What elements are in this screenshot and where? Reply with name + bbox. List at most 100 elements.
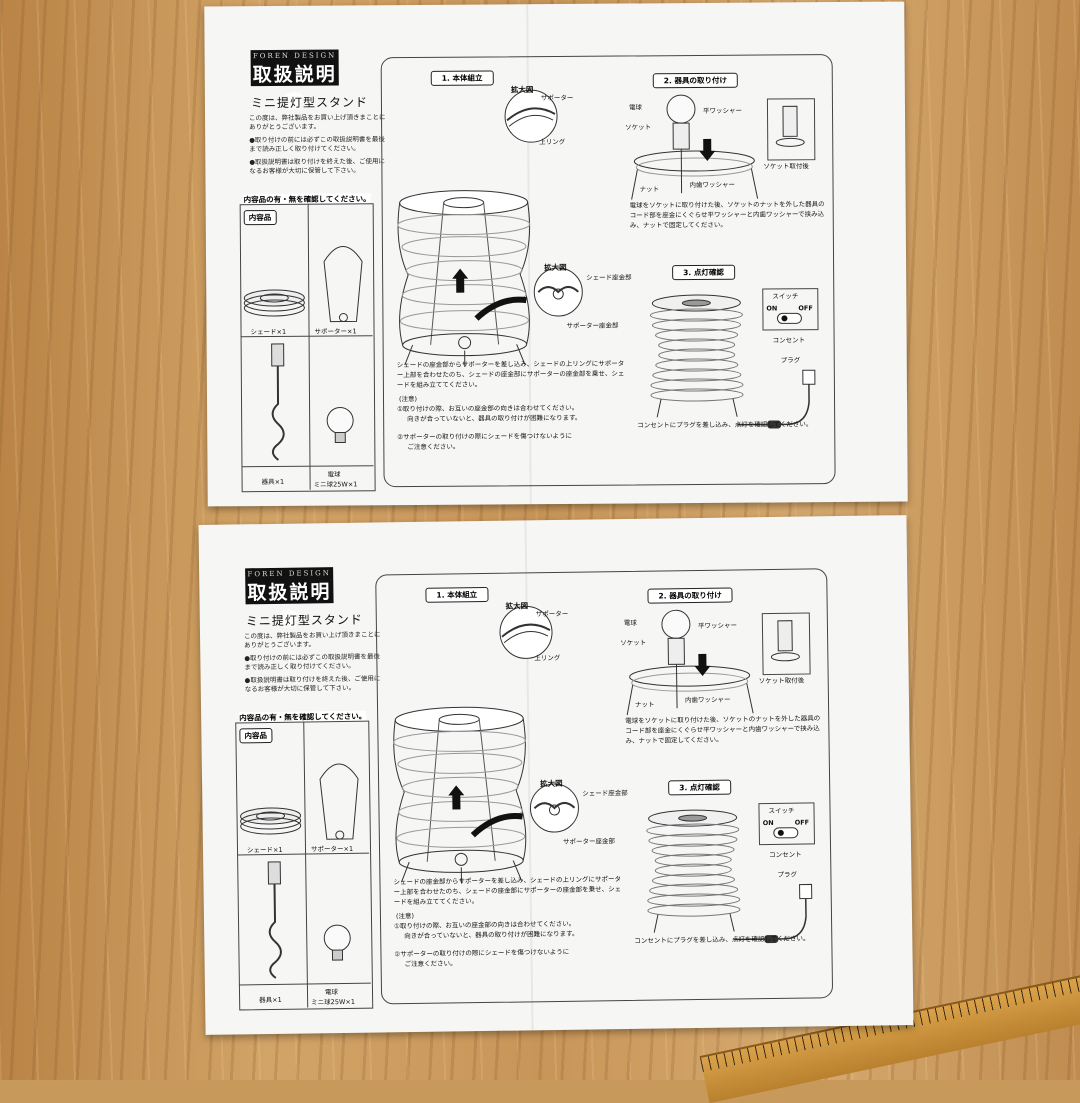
zoom-upper-circle <box>499 605 553 659</box>
thanks-text: この度は、弊社製品をお買い上げ頂きまことにありがとうございます。 <box>243 630 381 650</box>
caution-2b: ご注意ください。 <box>407 442 460 452</box>
shade-count: シェード×1 <box>246 845 283 855</box>
fixture-mount-illustration <box>626 609 754 716</box>
shade-flat-illustration <box>240 807 302 835</box>
caution-title: (注意) <box>398 394 418 404</box>
supporter-illustration <box>319 763 359 840</box>
socket-mount-illustration <box>775 105 805 147</box>
flat-washer-label: 平ワッシャー <box>697 621 737 631</box>
instruction-sheet-top: FOREN DESIGN 取扱説明書 ミニ提灯型スタンド この度は、弊社製品をお… <box>204 1 908 507</box>
shade-seat-label: シェード座金部 <box>582 789 628 798</box>
zoom-label-upper: 拡大図 <box>505 601 529 611</box>
product-subtitle: ミニ提灯型スタンド <box>245 612 363 629</box>
nut-label: ナット <box>634 700 655 709</box>
zoom-lower-circle <box>529 783 579 833</box>
switch-label: スイッチ <box>768 806 795 816</box>
thanks-text: この度は、弊社製品をお買い上げ頂きまことにありがとうございます。 <box>249 113 386 132</box>
fixture-cord-illustration <box>267 861 282 979</box>
brand-sub: FOREN DESIGN <box>252 51 337 61</box>
socket-label: ソケット <box>625 123 652 132</box>
socket-mount-label: ソケット取付後 <box>763 162 809 171</box>
instruction-sheet-bottom: FOREN DESIGN 取扱説明書 ミニ提灯型スタンド この度は、弊社製品をお… <box>198 515 914 1035</box>
switch-on-label: ON <box>762 818 774 828</box>
step2-instructions: 電球をソケットに取り付けた後、ソケットのナットを外した器具のコード部を座金にくぐ… <box>625 714 821 745</box>
bulb-detail: ミニ球25W×1 <box>311 997 355 1007</box>
brand-label: FOREN DESIGN 取扱説明書 <box>250 49 339 113</box>
inner-washer-label: 内歯ワッシャー <box>684 695 731 705</box>
inner-washer-label: 内歯ワッシャー <box>689 180 736 190</box>
curved-arrow-lower <box>474 296 527 321</box>
caution-1b: 向きが合っていないと、器具の取り付けが困難になります。 <box>407 413 582 424</box>
fixture-count: 器具×1 <box>259 995 282 1005</box>
caution-title: (注意) <box>395 911 415 921</box>
shade-seat-label: シェード座金部 <box>586 273 632 282</box>
socket-mount-illustration <box>770 620 800 662</box>
bulb-label: 電球 <box>623 618 637 628</box>
outlet-label: コンセント <box>769 850 802 860</box>
socket-label: ソケット <box>620 638 647 648</box>
nut-label: ナット <box>639 185 660 194</box>
shade-count: シェード×1 <box>250 327 287 337</box>
supporter-count: サポーター×1 <box>314 327 357 336</box>
switch-icon <box>776 312 802 324</box>
zoom-lower-circle <box>533 267 583 317</box>
upper-ring-label: 上リング <box>539 137 566 147</box>
step3-title: 3. 点灯確認 <box>668 779 731 796</box>
step1-title: 1. 本体組立 <box>425 586 489 603</box>
lantern-assembly-illustration <box>397 190 531 367</box>
switch-icon <box>773 827 799 839</box>
brand-label: FOREN DESIGN 取扱説明書 <box>245 567 334 631</box>
flat-washer-label: 平ワッシャー <box>702 106 743 115</box>
curved-arrow-lower <box>470 812 523 838</box>
switch-off-label: OFF <box>798 304 813 313</box>
fixture-mount-illustration <box>631 94 759 200</box>
supporter-label: サポーター <box>540 93 574 103</box>
step1-instructions: シェードの座金部からサポーターを差し込み、シェードの上リングにサポーター上部を合… <box>396 359 625 389</box>
bulb-illustration <box>323 924 351 961</box>
supporter-illustration <box>323 245 363 323</box>
bulb-title: 電球 <box>327 470 341 479</box>
plug-label: プラグ <box>777 870 797 879</box>
zoom-label-upper: 拡大図 <box>510 85 534 95</box>
switch-on-label: ON <box>766 304 778 313</box>
bulb-illustration <box>326 407 354 444</box>
lit-lantern-illustration <box>646 809 741 933</box>
step1-instructions: シェードの座金部からサポーターを差し込み、シェードの上リングにサポーター上部を合… <box>393 875 622 906</box>
outlet-label: コンセント <box>772 336 806 345</box>
supporter-seat-label: サポーター座金部 <box>566 321 619 330</box>
contents-title: 内容品 <box>239 727 273 744</box>
step2-instructions: 電球をソケットに取り付けた後、ソケットのナットを外した器具のコード部を座金にくぐ… <box>629 200 825 229</box>
zoom-label-lower: 拡大図 <box>540 778 563 789</box>
zoom-upper-circle <box>504 89 558 143</box>
fixture-count: 器具×1 <box>261 477 285 487</box>
step3-title: 3. 点灯確認 <box>672 264 735 281</box>
supporter-seat-label: サポーター座金部 <box>562 837 615 846</box>
step2-title: 2. 器具の取り付け <box>647 587 733 604</box>
step1-title: 1. 本体組立 <box>430 70 494 86</box>
fixture-cord-illustration <box>271 343 285 461</box>
contents-title: 内容品 <box>243 209 277 226</box>
note-keep: ●取扱説明書は取り付けを終えた後、ご使用になるお客様が大切に保管して下さい。 <box>244 674 381 694</box>
note-keep: ●取扱説明書は取り付けを終えた後、ご使用になるお客様が大切に保管して下さい。 <box>249 157 386 176</box>
note-read: ●取り付けの前には必ずこの取扱説明書を最後まで読み正しく取り付けてください。 <box>244 652 381 672</box>
step2-title: 2. 器具の取り付け <box>652 72 739 89</box>
supporter-label: サポーター <box>535 609 569 619</box>
zoom-label-lower: 拡大図 <box>544 262 567 273</box>
step3-instructions: コンセントにプラグを差し込み、点灯を確認してください。 <box>637 420 813 430</box>
socket-mount-label: ソケット取付後 <box>758 676 805 686</box>
product-subtitle: ミニ提灯型スタンド <box>250 95 369 111</box>
bulb-label: 電球 <box>628 103 643 112</box>
power-cord-illustration <box>737 369 816 429</box>
plug-label: プラグ <box>780 356 801 365</box>
switch-label: スイッチ <box>772 292 799 301</box>
lantern-assembly-illustration <box>393 706 527 884</box>
note-read: ●取り付けの前には必ずこの取扱説明書を最後まで読み正しく取り付けてください。 <box>249 135 385 154</box>
bulb-title: 電球 <box>324 988 339 997</box>
shade-flat-illustration <box>243 289 305 317</box>
lit-lantern-illustration <box>649 294 744 418</box>
upper-ring-label: 上リング <box>534 653 561 663</box>
supporter-count: サポーター×1 <box>310 844 354 854</box>
power-cord-illustration <box>734 883 813 944</box>
switch-off-label: OFF <box>794 818 810 827</box>
bulb-detail: ミニ球25W×1 <box>313 480 358 489</box>
